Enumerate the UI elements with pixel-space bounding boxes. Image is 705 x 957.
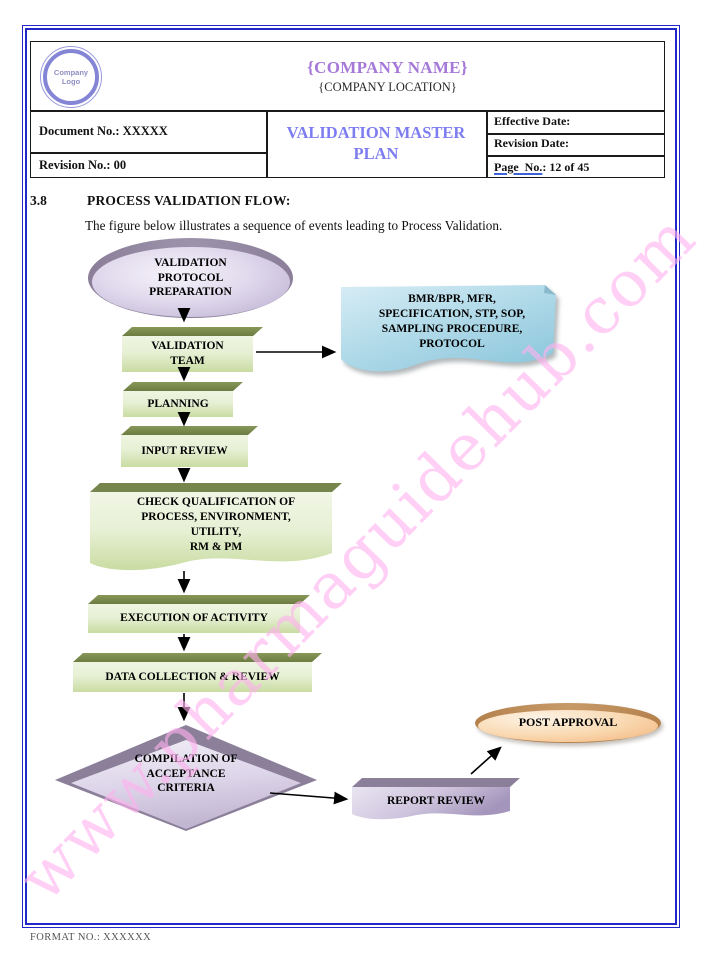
company-location: {COMPANY LOCATION} bbox=[318, 79, 457, 94]
company-logo-ring: Company Logo bbox=[43, 49, 99, 105]
company-logo: Company Logo bbox=[40, 46, 102, 108]
header-row-company: Company Logo {COMPANY NAME} {COMPANY LOC… bbox=[31, 42, 664, 110]
flow-label-report-review: REPORT REVIEW bbox=[386, 795, 486, 808]
compilation-diamond-shape bbox=[55, 725, 317, 831]
box-top-face bbox=[122, 327, 263, 336]
flow-node-validation-team: VALIDATION TEAM bbox=[122, 327, 253, 372]
box-top-face bbox=[121, 426, 258, 435]
flow-node-compilation: COMPILATION OF ACCEPTANCE CRITERIA bbox=[55, 725, 317, 831]
box-front-face bbox=[88, 604, 300, 633]
flow-node-planning: PLANNING bbox=[123, 382, 233, 417]
header-table: Company Logo {COMPANY NAME} {COMPANY LOC… bbox=[30, 41, 665, 178]
page-border-inner bbox=[25, 28, 677, 925]
flow-label-validation-team: VALIDATION TEAM bbox=[151, 340, 224, 367]
document-title: VALIDATION MASTER PLAN bbox=[286, 122, 466, 163]
flow-label-planning: PLANNING bbox=[147, 397, 209, 410]
flow-node-execution: EXECUTION OF ACTIVITY bbox=[88, 595, 300, 633]
section-heading: PROCESS VALIDATION FLOW: bbox=[87, 193, 291, 208]
footer-format-no: FORMAT NO.: XXXXXX bbox=[30, 932, 152, 943]
flow-label-compilation: COMPILATION OF ACCEPTANCE CRITERIA bbox=[134, 752, 238, 795]
flow-label-data-collection: DATA COLLECTION & REVIEW bbox=[105, 670, 280, 683]
flow-node-protocol-preparation-face bbox=[92, 246, 290, 318]
box-top-face bbox=[123, 382, 243, 391]
table-line bbox=[486, 133, 664, 135]
flow-node-check-qualification: CHECK QUALIFICATION OF PROCESS, ENVIRONM… bbox=[90, 483, 342, 579]
table-line bbox=[31, 152, 266, 154]
flow-node-post-approval: POST APPROVAL bbox=[475, 703, 661, 743]
box-front-face bbox=[121, 435, 248, 467]
effective-date: Effective Date: bbox=[494, 114, 571, 128]
revision-no: Revision No.: 00 bbox=[39, 158, 127, 172]
table-line bbox=[486, 110, 488, 177]
section-description: The figure below illustrates a sequence … bbox=[85, 218, 503, 233]
documents-wave-shape bbox=[341, 285, 556, 372]
flow-node-documents: BMR/BPR, MFR, SPECIFICATION, STP, SOP, S… bbox=[340, 283, 564, 389]
page-number-value: : 12 of 45 bbox=[542, 160, 590, 174]
flow-node-protocol-preparation: VALIDATION PROTOCOL PREPARATION bbox=[88, 238, 293, 318]
document-no: Document No.: XXXXX bbox=[39, 124, 168, 138]
flow-label-input-review: INPUT REVIEW bbox=[141, 444, 228, 457]
revision-date: Revision Date: bbox=[494, 136, 569, 150]
box-front-face bbox=[73, 662, 312, 692]
table-line bbox=[31, 110, 664, 112]
check-qualification-shape bbox=[90, 483, 342, 571]
company-logo-text: Company Logo bbox=[53, 68, 89, 86]
box-top-face bbox=[73, 653, 322, 662]
section-number: 3.8 bbox=[30, 193, 47, 208]
flow-node-input-review: INPUT REVIEW bbox=[121, 426, 248, 467]
box-top-face bbox=[88, 595, 310, 604]
table-line bbox=[266, 110, 268, 177]
page-border bbox=[22, 25, 680, 928]
table-line bbox=[486, 155, 664, 157]
page-number: Page No.: 12 of 45 bbox=[494, 160, 589, 175]
flow-node-post-approval-face bbox=[477, 709, 659, 743]
flow-label-documents: BMR/BPR, MFR, SPECIFICATION, STP, SOP, S… bbox=[378, 293, 526, 350]
flow-label-post-approval: POST APPROVAL bbox=[518, 715, 618, 730]
flow-label-check-qualification: CHECK QUALIFICATION OF PROCESS, ENVIRONM… bbox=[136, 496, 296, 553]
flow-node-report-review: REPORT REVIEW bbox=[352, 778, 520, 824]
company-name: {COMPANY NAME} bbox=[307, 57, 468, 77]
box-front-face bbox=[122, 336, 253, 372]
flow-node-data-collection: DATA COLLECTION & REVIEW bbox=[73, 653, 312, 692]
flow-label-execution: EXECUTION OF ACTIVITY bbox=[120, 612, 268, 625]
report-review-shape bbox=[352, 778, 520, 820]
page-number-label: Page No. bbox=[494, 160, 543, 174]
flow-label-protocol-preparation: VALIDATION PROTOCOL PREPARATION bbox=[149, 256, 232, 299]
